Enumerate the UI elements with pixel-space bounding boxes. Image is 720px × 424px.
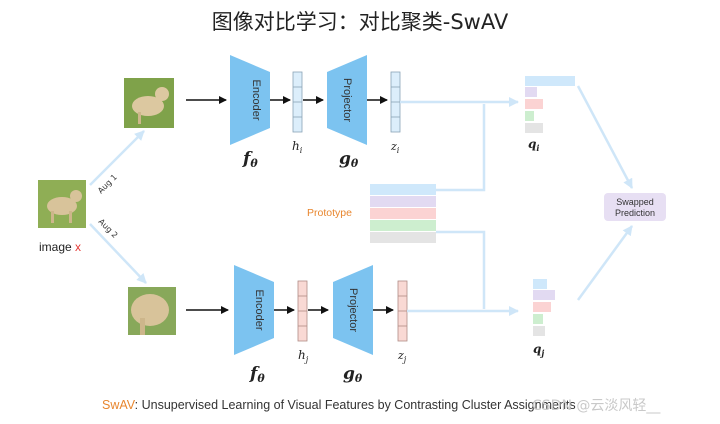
bottom-projector-label: Projector: [347, 288, 359, 332]
figure-caption: SwAV: Unsupervised Learning of Visual Fe…: [102, 398, 576, 412]
f-theta-top: fθ: [242, 149, 258, 170]
qj-to-swapped-arrow: [576, 225, 634, 301]
connector-lines: [400, 97, 519, 316]
image-x-label: image x: [39, 240, 81, 254]
q-i-bars: [525, 76, 575, 133]
h-j-label: hj: [298, 348, 309, 364]
top-encoder: [230, 55, 270, 145]
swapped-line2: Prediction: [615, 208, 655, 218]
aug2-label: Aug 2: [97, 217, 120, 240]
z-i-label: zi: [390, 140, 400, 155]
q-j-bars: [533, 279, 555, 336]
top-projector: [327, 55, 367, 145]
q-i-label: qi: [528, 137, 539, 153]
h-i-label: hi: [292, 139, 303, 155]
top-projector-label: Projector: [341, 78, 353, 122]
q-j-label: qj: [533, 342, 544, 358]
aug2-arrow: [89, 223, 147, 284]
z-i-vector: [390, 71, 401, 133]
f-theta-bottom: fθ: [249, 364, 265, 385]
z-j-vector: [397, 280, 408, 342]
top-encoder-label: Encoder: [250, 80, 262, 121]
h-j-vector: [297, 280, 308, 342]
prototype-matrix: [370, 184, 436, 243]
csdn-watermark: CSDN @云淡风轻__: [532, 398, 661, 414]
h-i-vector: [292, 71, 303, 133]
prototype-label: Prototype: [307, 207, 352, 219]
bottom-projector: [333, 265, 373, 355]
aug1-arrow: [89, 130, 145, 186]
bottom-encoder: [234, 265, 274, 355]
g-theta-top: gθ: [339, 149, 359, 170]
g-theta-bottom: gθ: [343, 364, 363, 385]
qi-to-swapped-arrow: [576, 85, 634, 189]
z-j-label: zj: [397, 349, 407, 364]
input-image: [38, 180, 86, 228]
page-title: 图像对比学习：对比聚类-SwAV: [211, 10, 509, 34]
swapped-prediction-box: [604, 193, 666, 221]
bottom-encoder-label: Encoder: [253, 290, 265, 331]
augmented-image-1: [124, 78, 174, 128]
augmented-image-2: [128, 287, 176, 335]
swapped-line1: Swapped: [616, 197, 654, 207]
